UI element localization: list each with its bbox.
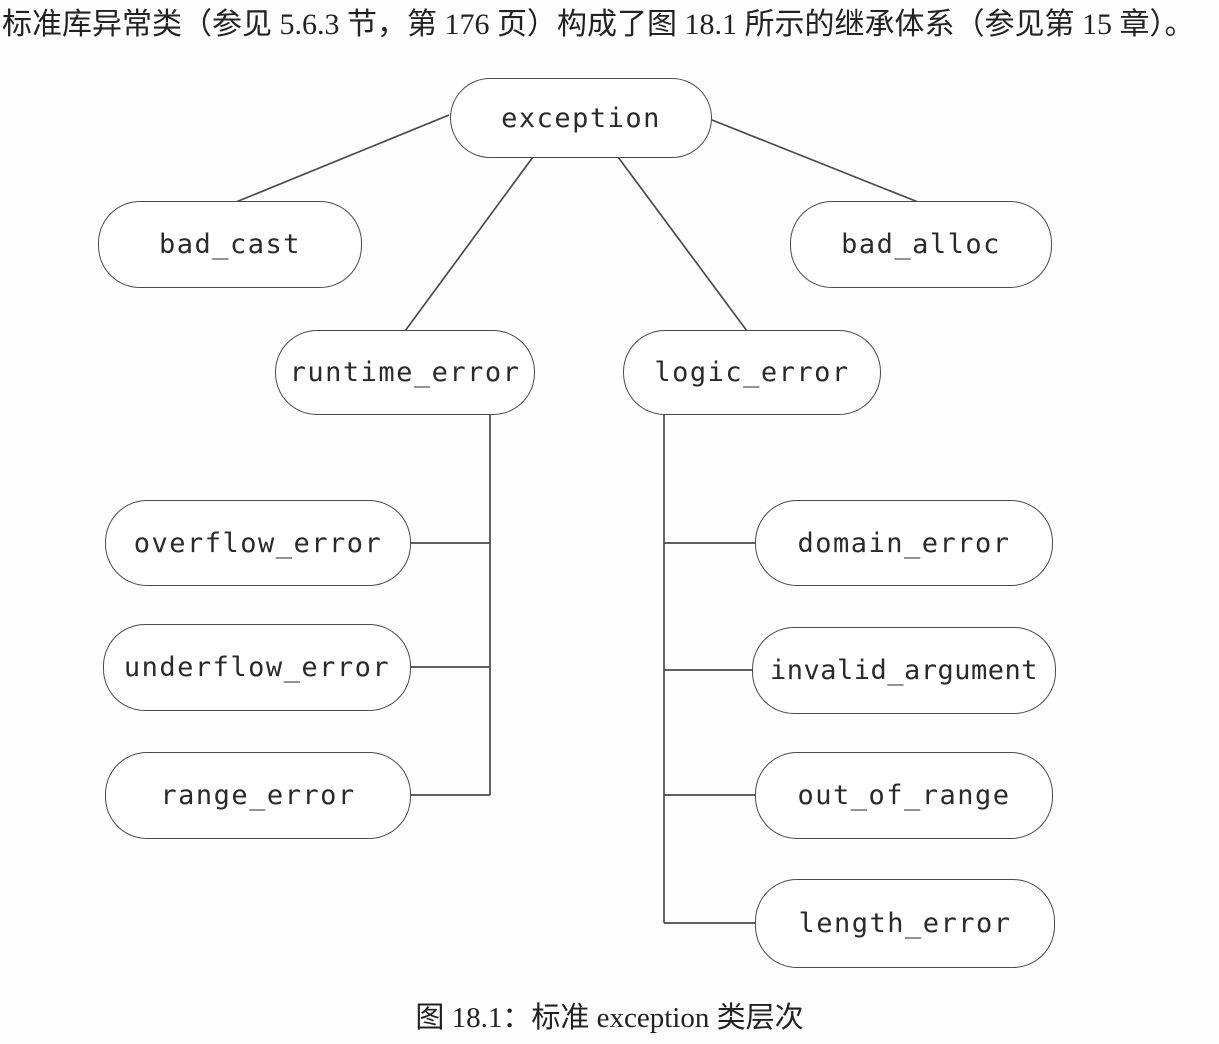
edge-exception-runtime_error [404,156,534,332]
edge-exception-bad_alloc [706,117,919,203]
edge-exception-logic_error [617,156,748,332]
node-overflow_error: overflow_error [105,500,411,586]
node-exception: exception [450,78,712,158]
node-runtime_error: runtime_error [275,330,535,415]
node-logic_error: logic_error [623,330,881,415]
node-bad_alloc: bad_alloc [790,201,1052,288]
node-domain_error: domain_error [755,500,1053,586]
figure-caption: 图 18.1：标准 exception 类层次 [415,1002,804,1034]
edge-exception-bad_cast [235,114,450,203]
node-invalid_argument: invalid_argument [752,627,1056,714]
node-underflow_error: underflow_error [103,624,411,711]
node-length_error: length_error [755,879,1055,968]
node-range_error: range_error [105,752,411,839]
node-bad_cast: bad_cast [98,201,362,288]
node-out_of_range: out_of_range [755,752,1053,839]
intro-text: 标准库异常类（参见 5.6.3 节，第 176 页）构成了图 18.1 所示的继… [2,8,1195,41]
